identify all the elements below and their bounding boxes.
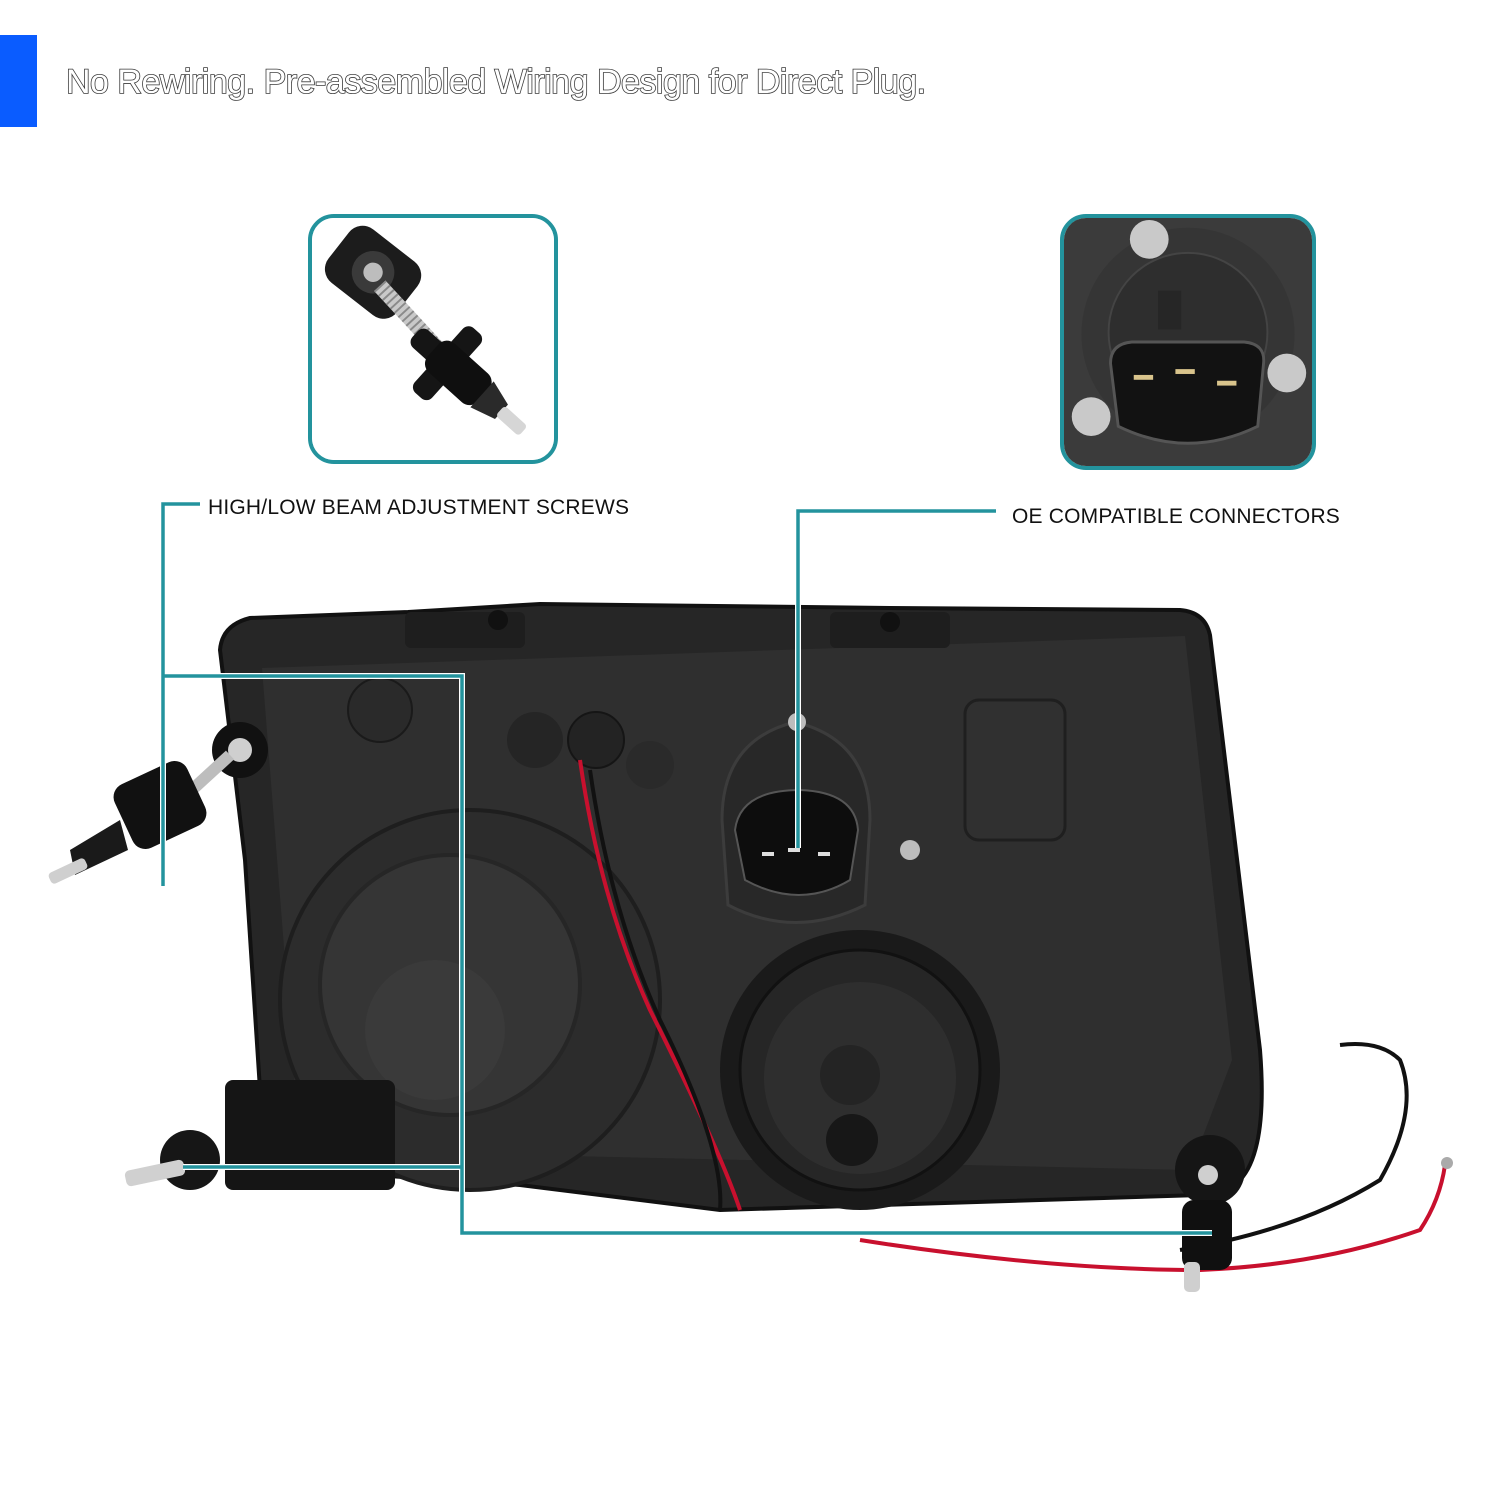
- connector-inset: [1060, 214, 1316, 470]
- callout-label-adjustment-screws: HIGH/LOW BEAM ADJUSTMENT SCREWS: [208, 496, 630, 519]
- accent-bar: [0, 35, 37, 127]
- adjustment-screw-inset: [308, 214, 558, 464]
- adjustment-screw-icon: [312, 218, 554, 460]
- callout-label-oe-connectors: OE COMPATIBLE CONNECTORS: [1012, 505, 1341, 528]
- page-title: No Rewiring. Pre-assembled Wiring Design…: [65, 62, 927, 102]
- callout-lines: [161, 502, 1212, 1235]
- connector-plug-icon: [1064, 218, 1312, 466]
